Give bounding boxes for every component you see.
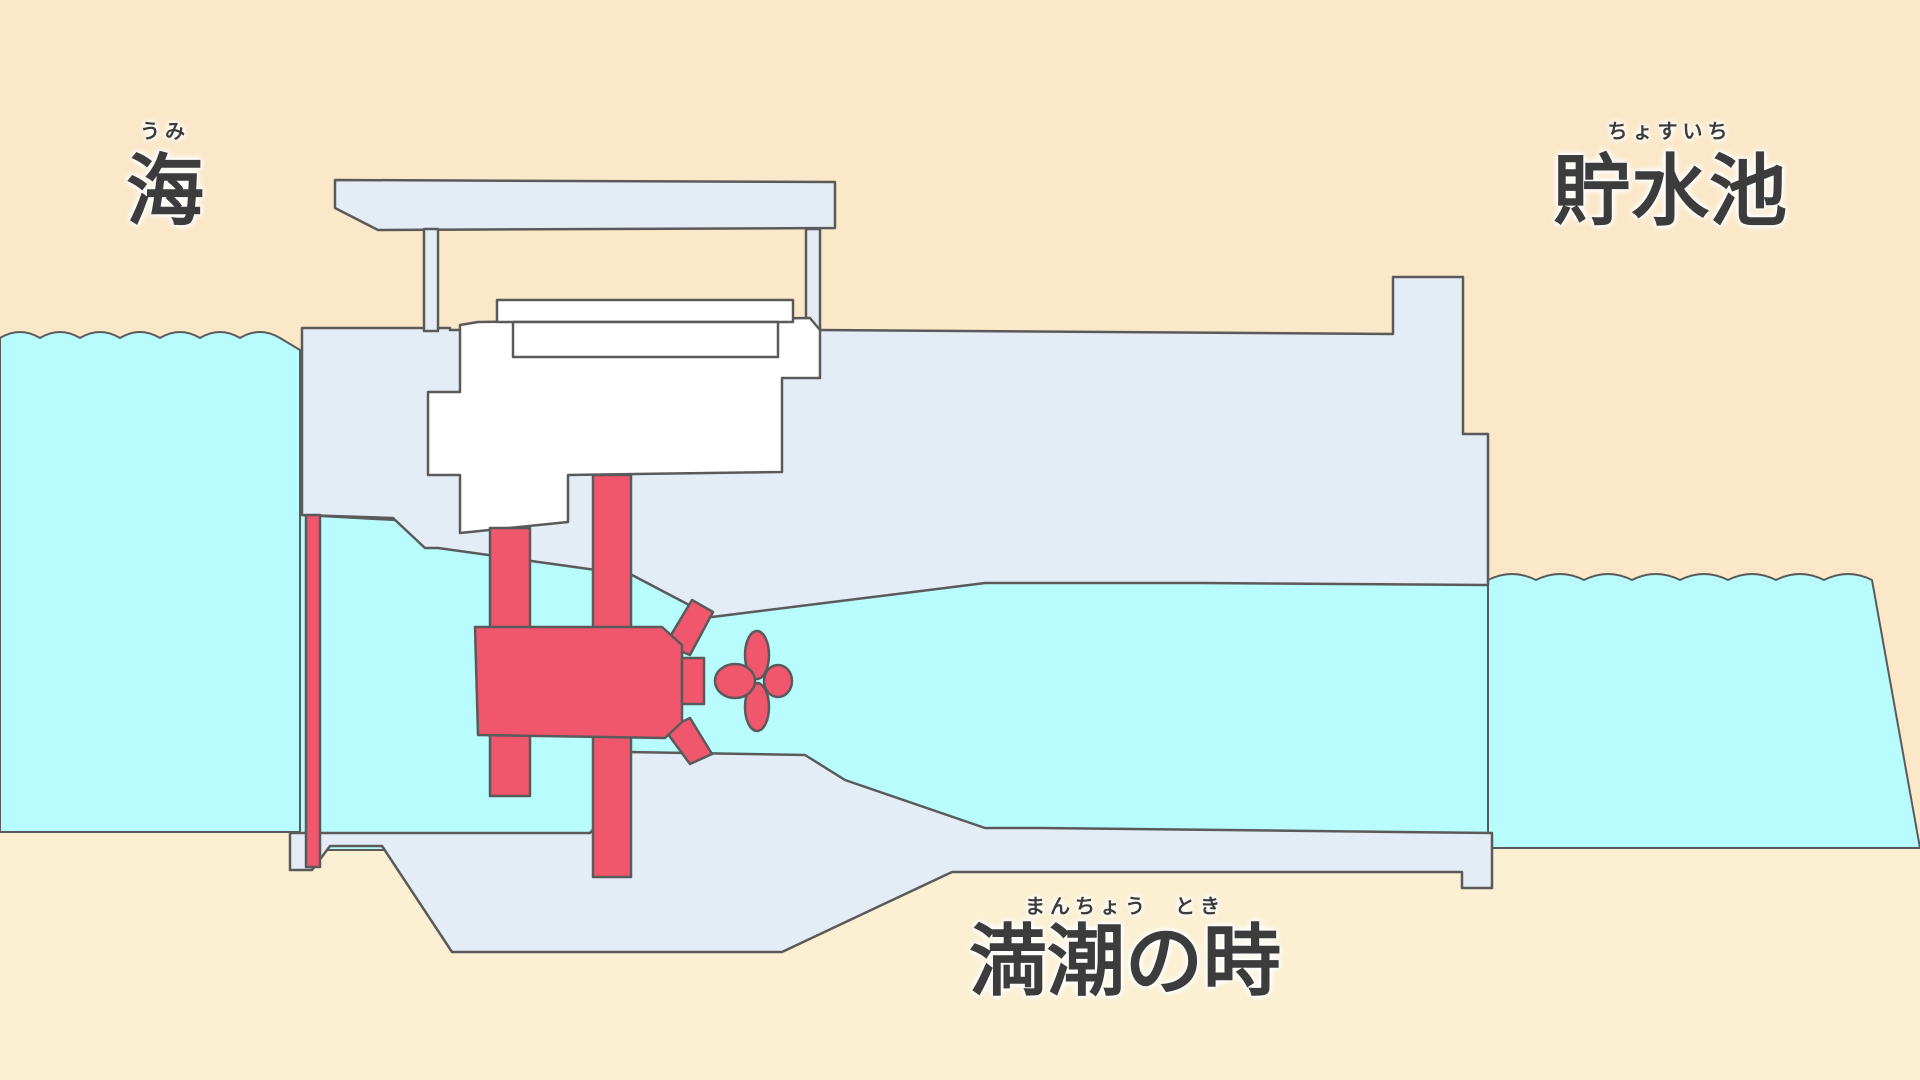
sea-ruby-label: うみ: [140, 119, 190, 143]
propeller-blade-top: [743, 629, 771, 681]
canopy-post-right: [804, 227, 822, 333]
turbine-generator-icon: [473, 625, 684, 740]
turbine-hub: [680, 656, 706, 706]
propeller-icon: [713, 662, 757, 700]
reservoir-water: [1487, 573, 1920, 849]
generator-cap: [495, 298, 795, 324]
tide-ruby-label: まんちょう とき: [1025, 894, 1225, 918]
generator-housing: [426, 316, 822, 535]
left-support-pipe: [304, 513, 322, 869]
propeller-blade-bottom: [743, 681, 771, 733]
propeller-nose: [762, 663, 794, 699]
canopy-roof: [333, 178, 837, 232]
sea-water: [0, 331, 301, 833]
sea-label: 海: [125, 147, 204, 237]
reservoir-label: 貯水池: [1552, 147, 1787, 237]
generator-top-panel: [511, 320, 780, 359]
reservoir-ruby-label: ちょすいち: [1607, 119, 1733, 143]
canopy-post-left: [422, 227, 440, 333]
high-tide-label: 満潮の時: [968, 917, 1281, 1007]
